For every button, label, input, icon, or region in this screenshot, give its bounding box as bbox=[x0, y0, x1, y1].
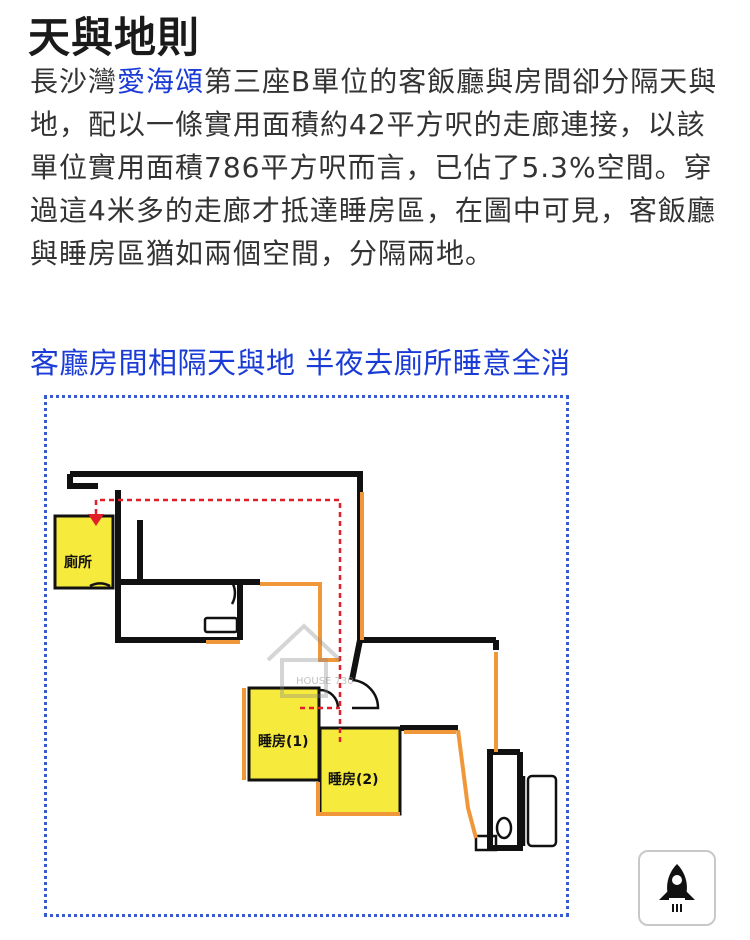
article-paragraph: 長沙灣愛海頌第三座B單位的客飯廳與房間卻分隔天與地，配以一條實用面積約42平方呎… bbox=[30, 60, 730, 275]
scroll-to-top-button[interactable] bbox=[638, 850, 716, 926]
bedroom1-label: 睡房(1) bbox=[258, 733, 309, 750]
watermark-text: HOUSE 730 bbox=[296, 676, 354, 687]
route-path bbox=[94, 498, 342, 742]
route-arrowhead bbox=[88, 514, 104, 526]
toilet-label: 廁所 bbox=[64, 554, 92, 571]
paragraph-prefix: 長沙灣 bbox=[30, 65, 118, 98]
floor-plan-frame bbox=[44, 395, 569, 917]
rocket-icon bbox=[659, 864, 695, 912]
bedroom2-label: 睡房(2) bbox=[328, 771, 379, 788]
bedroom2-room bbox=[318, 726, 402, 816]
estate-link[interactable]: 愛海頌 bbox=[117, 65, 205, 98]
bedroom1-room bbox=[247, 686, 321, 782]
thin-walls bbox=[89, 581, 558, 852]
windows bbox=[206, 492, 498, 839]
section-subheading[interactable]: 客廳房間相隔天與地 半夜去廁所睡意全消 bbox=[30, 346, 571, 380]
toilet-room bbox=[53, 514, 115, 590]
paragraph-body: 第三座B單位的客飯廳與房間卻分隔天與地，配以一條實用面積約42平方呎的走廊連接，… bbox=[30, 65, 718, 270]
article-title: 天與地則 bbox=[28, 13, 201, 62]
house-watermark bbox=[266, 623, 342, 698]
